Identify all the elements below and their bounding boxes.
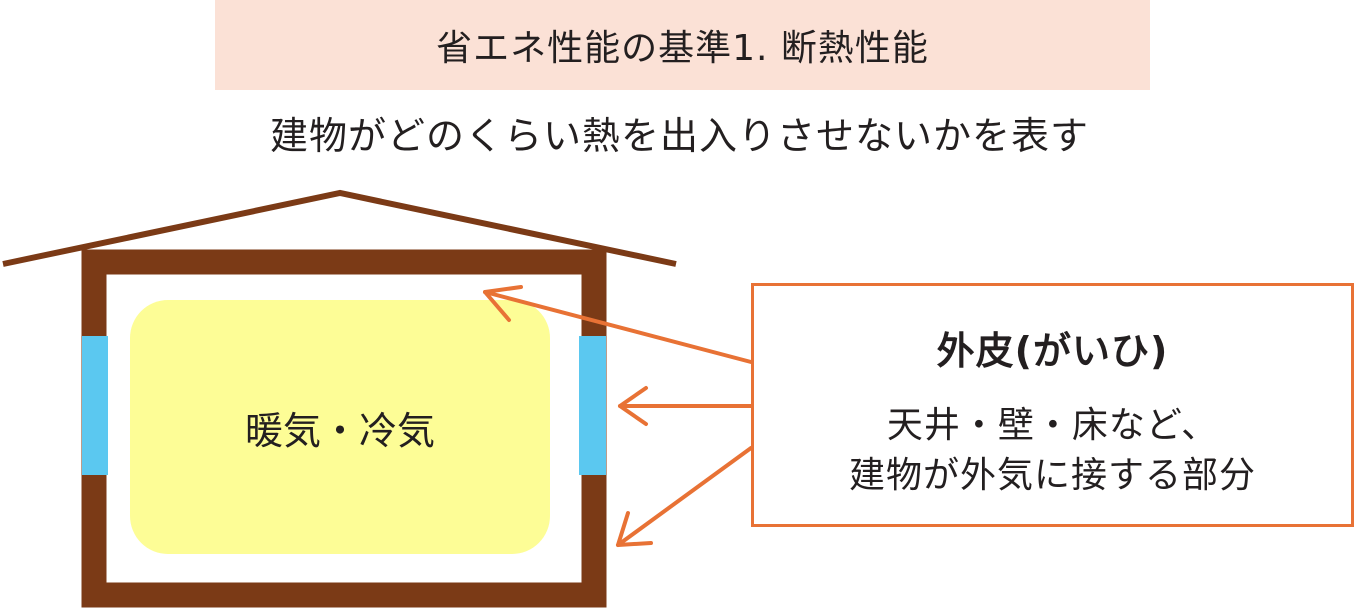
roof	[2, 189, 677, 267]
callout-body: 天井・壁・床など、 建物が外気に接する部分	[754, 401, 1351, 501]
page-title: 省エネ性能の基準1. 断熱性能	[215, 0, 1150, 90]
callout-line: 建物が外気に接する部分	[848, 455, 1256, 496]
warm-air-zone	[130, 300, 550, 554]
callout-title: 外皮(がいひ)	[936, 329, 1169, 373]
page-subtitle: 建物がどのくらい熱を出入りさせないかを表す	[269, 114, 1089, 158]
arrow-to-ceiling	[483, 290, 753, 364]
arrow-to-wall-head	[618, 386, 648, 426]
right-window	[579, 336, 606, 475]
envelope-callout: 外皮(がいひ) 天井・壁・床など、 建物が外気に接する部分	[751, 283, 1354, 527]
arrow-to-floor	[616, 446, 753, 547]
room-air-label: 暖気・冷気	[244, 408, 435, 453]
arrow-to-ceiling-head	[483, 285, 523, 322]
callout-line: 天井・壁・床など、	[886, 405, 1219, 446]
arrow-to-floor-head	[616, 511, 653, 547]
arrows	[483, 285, 753, 547]
left-window	[82, 336, 108, 475]
